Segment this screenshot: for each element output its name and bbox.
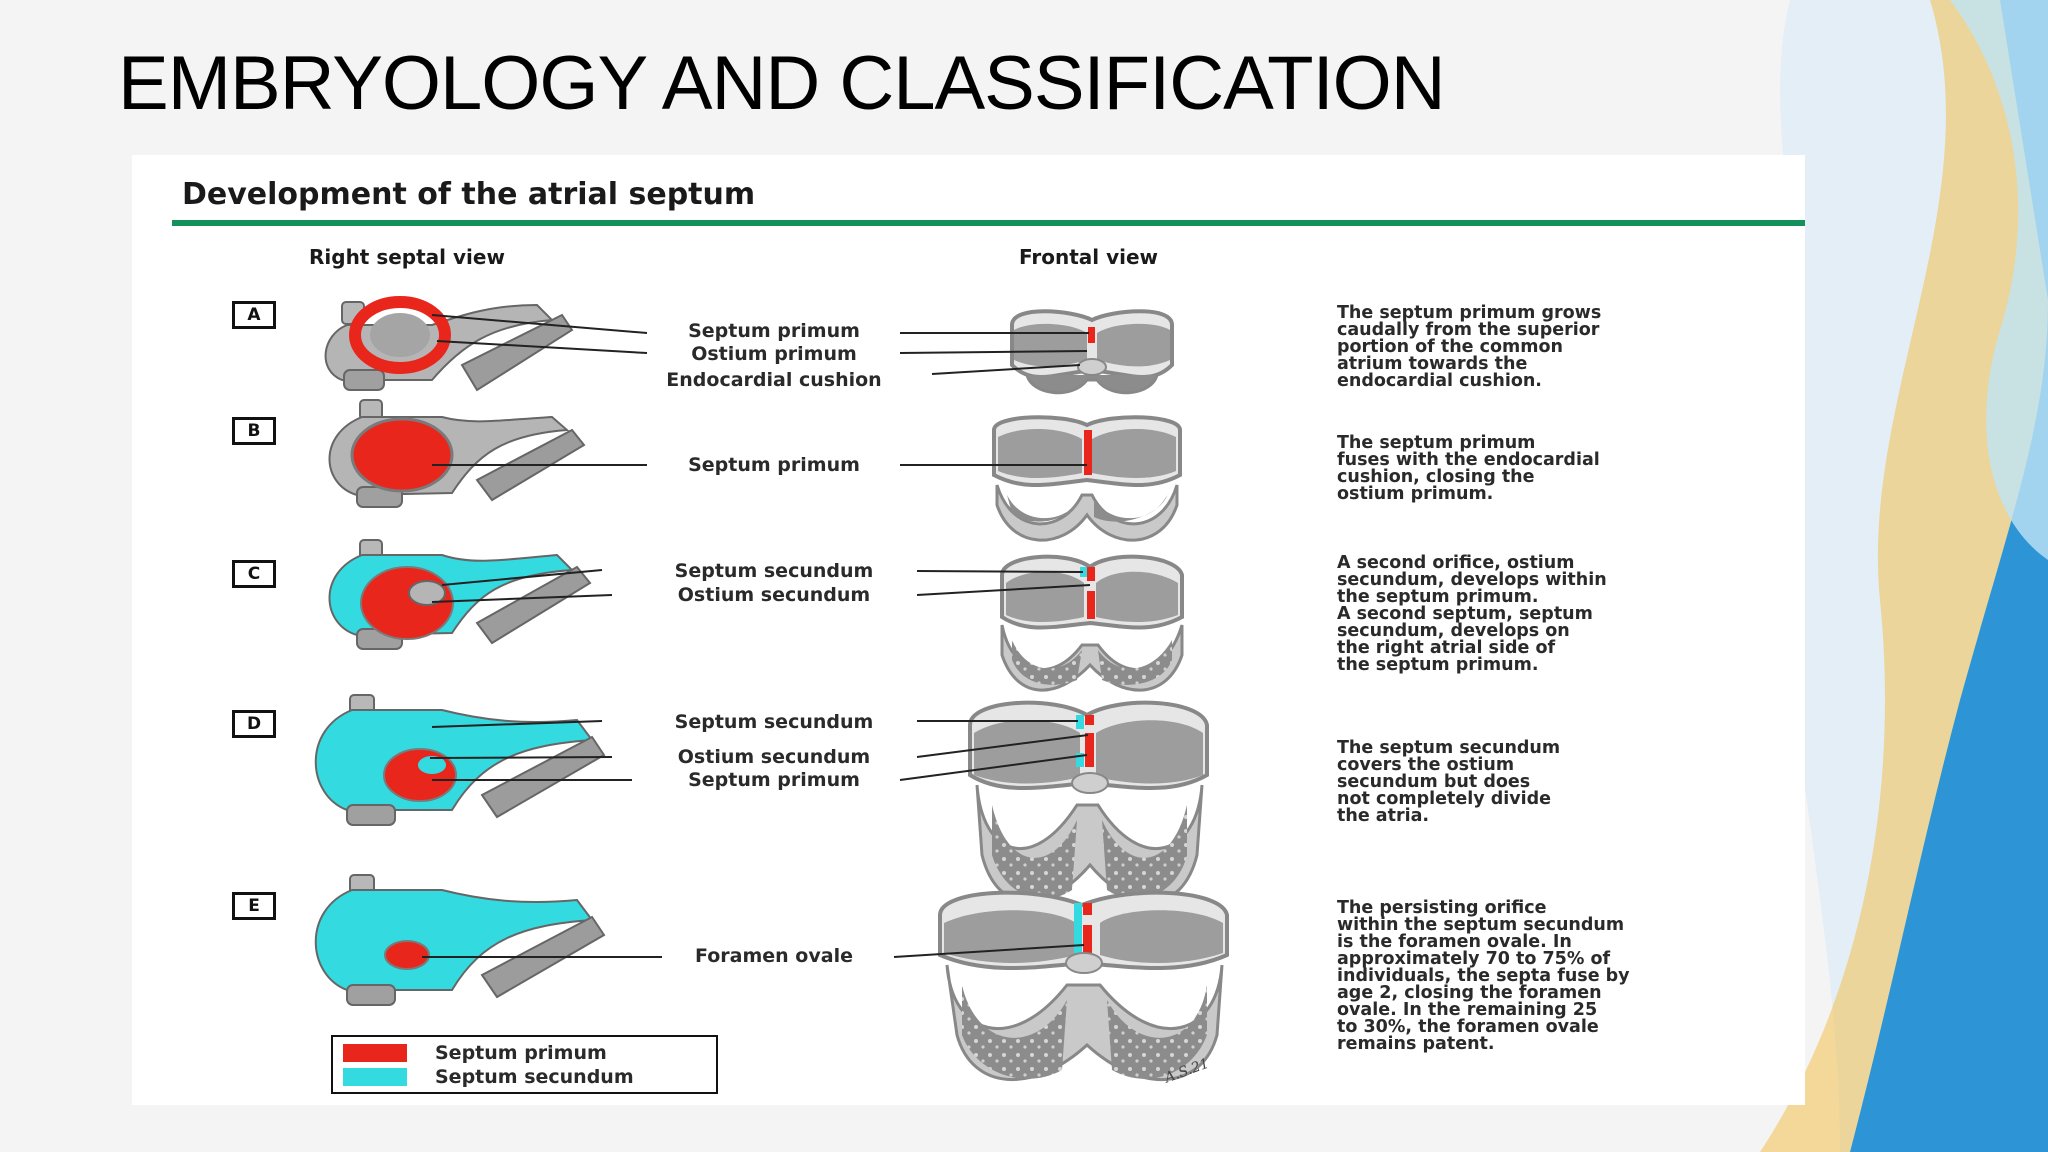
label-d-ostium-secundum: Ostium secundum bbox=[677, 746, 871, 768]
legend-label-septum-primum: Septum primum bbox=[435, 1042, 607, 1064]
row-e-frontal-view bbox=[938, 890, 1229, 1081]
description-e: The persisting orifice within the septum… bbox=[1337, 898, 1630, 1054]
row-a-septal-view bbox=[324, 296, 574, 392]
row-d-frontal-view bbox=[968, 700, 1209, 903]
label-b-septum-primum: Septum primum bbox=[688, 454, 860, 476]
label-a-endocardial-cushion: Endocardial cushion bbox=[666, 369, 882, 391]
label-d-septum-secundum: Septum secundum bbox=[674, 711, 874, 733]
description-d: The septum secundum covers the ostium se… bbox=[1337, 738, 1561, 826]
label-d-septum-primum: Septum primum bbox=[688, 769, 860, 791]
atrial-septum-figure: Development of the atrial septum Right s… bbox=[132, 155, 1805, 1105]
row-b-frontal-view bbox=[992, 415, 1182, 542]
label-a-septum-primum: Septum primum bbox=[688, 320, 860, 342]
row-c-septal-view bbox=[328, 539, 592, 650]
wave-blue-shape bbox=[1850, 0, 2048, 1152]
row-label-c: C bbox=[232, 560, 276, 588]
row-label-e: E bbox=[232, 892, 276, 920]
description-c: A second orifice, ostium secundum, devel… bbox=[1337, 553, 1607, 675]
row-b-septal-view bbox=[328, 399, 586, 508]
row-label-d: D bbox=[232, 710, 276, 738]
label-c-septum-secundum: Septum secundum bbox=[674, 560, 874, 582]
column-header-frontal: Frontal view bbox=[1019, 245, 1159, 269]
row-label-b: B bbox=[232, 417, 276, 445]
row-e-septal-view bbox=[314, 874, 606, 1006]
wave-lightblue-shape bbox=[1950, 0, 2048, 560]
description-a: The septum primum grows caudally from th… bbox=[1337, 303, 1602, 391]
column-header-right-septal: Right septal view bbox=[309, 245, 505, 269]
description-b: The septum primum fuses with the endocar… bbox=[1337, 433, 1600, 504]
figure-title: Development of the atrial septum bbox=[182, 177, 756, 212]
label-a-ostium-primum: Ostium primum bbox=[691, 343, 857, 365]
legend-swatch-septum-primum bbox=[343, 1044, 407, 1062]
slide-title: EMBRYOLOGY AND CLASSIFICATION bbox=[118, 41, 1446, 126]
legend-label-septum-secundum: Septum secundum bbox=[435, 1066, 634, 1088]
legend-swatch-septum-secundum bbox=[343, 1068, 407, 1086]
row-c-frontal-view bbox=[1000, 554, 1184, 692]
row-a-frontal-view bbox=[1010, 309, 1174, 395]
label-c-ostium-secundum: Ostium secundum bbox=[677, 584, 871, 606]
septum-illustrations bbox=[314, 296, 1229, 1081]
title-rule bbox=[172, 220, 1805, 226]
row-d-septal-view bbox=[314, 694, 606, 826]
legend: Septum primum Septum secundum bbox=[331, 1035, 718, 1094]
label-e-foramen-ovale: Foramen ovale bbox=[695, 945, 853, 967]
row-label-a: A bbox=[232, 301, 276, 329]
